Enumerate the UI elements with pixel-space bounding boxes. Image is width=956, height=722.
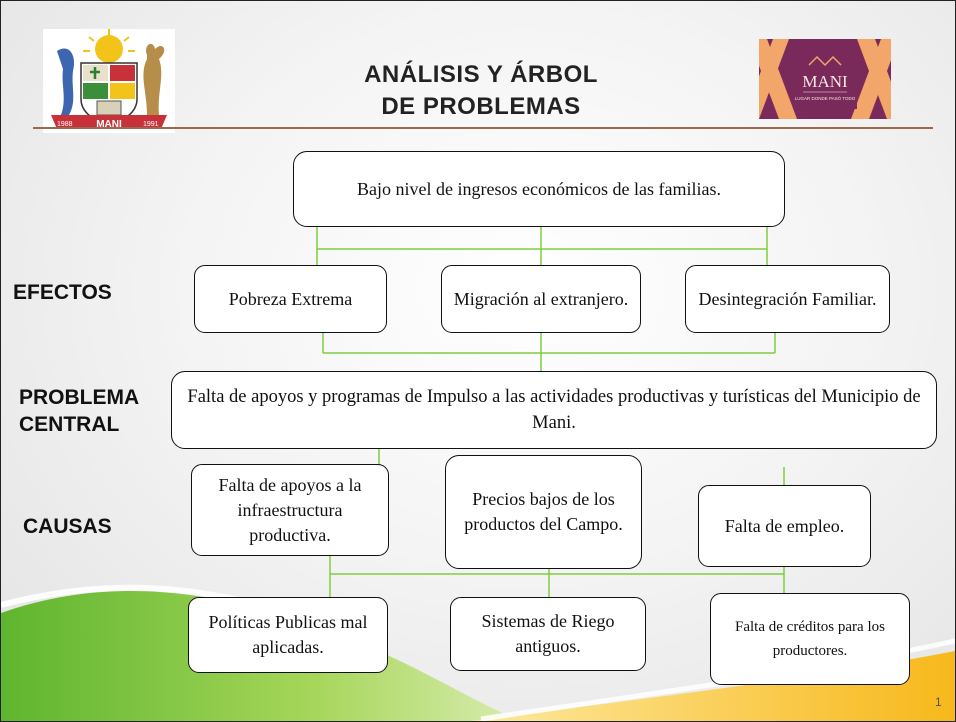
- cause-box-3: Falta de empleo.: [698, 485, 871, 567]
- cause-box-1: Falta de apoyos a la infraestructura pro…: [191, 464, 389, 556]
- mani-brand-logo: MANI LUGAR DONDE PASÓ TODO: [759, 39, 891, 119]
- effect-box-2: Migración al extranjero.: [441, 265, 641, 333]
- svg-text:1991: 1991: [143, 121, 159, 128]
- label-efectos: EFECTOS: [13, 281, 112, 304]
- label-causas: CAUSAS: [23, 515, 112, 538]
- sun-icon: [83, 29, 135, 63]
- deer-icon: [143, 43, 165, 115]
- label-problema-central: PROBLEMA CENTRAL: [19, 384, 139, 438]
- svg-text:1988: 1988: [57, 121, 73, 128]
- cause-box-2: Precios bajos de los productos del Campo…: [445, 455, 642, 569]
- root-cause-box-2: Sistemas de Riego antiguos.: [450, 597, 646, 671]
- svg-text:MANI: MANI: [802, 72, 848, 91]
- title-line-1: ANÁLISIS Y ÁRBOL: [364, 61, 598, 88]
- label-central: CENTRAL: [19, 413, 120, 436]
- banner-ribbon: [51, 115, 167, 129]
- svg-text:LUGAR DONDE PASÓ TODO: LUGAR DONDE PASÓ TODO: [795, 95, 856, 101]
- central-problem-box: Falta de apoyos y programas de Impulso a…: [171, 371, 937, 449]
- title-line-2: DE PROBLEMAS: [381, 93, 581, 120]
- root-cause-box-1: Políticas Publicas mal aplicadas.: [188, 597, 388, 673]
- slide-title: ANÁLISIS Y ÁRBOL DE PROBLEMAS: [331, 59, 631, 123]
- title-divider: [33, 127, 933, 129]
- top-effect-box: Bajo nivel de ingresos económicos de las…: [293, 151, 785, 227]
- effect-box-1: Pobreza Extrema: [194, 265, 387, 333]
- effect-box-3: Desintegración Familiar.: [685, 265, 890, 333]
- bird-icon: [57, 48, 75, 116]
- municipal-coat-of-arms-logo: 1988 MANI 1991: [43, 29, 175, 133]
- label-problema: PROBLEMA: [19, 386, 140, 409]
- page-number: 1: [935, 695, 942, 709]
- root-cause-box-3: Falta de créditos para los productores.: [710, 593, 910, 685]
- svg-text:MANI: MANI: [96, 119, 122, 130]
